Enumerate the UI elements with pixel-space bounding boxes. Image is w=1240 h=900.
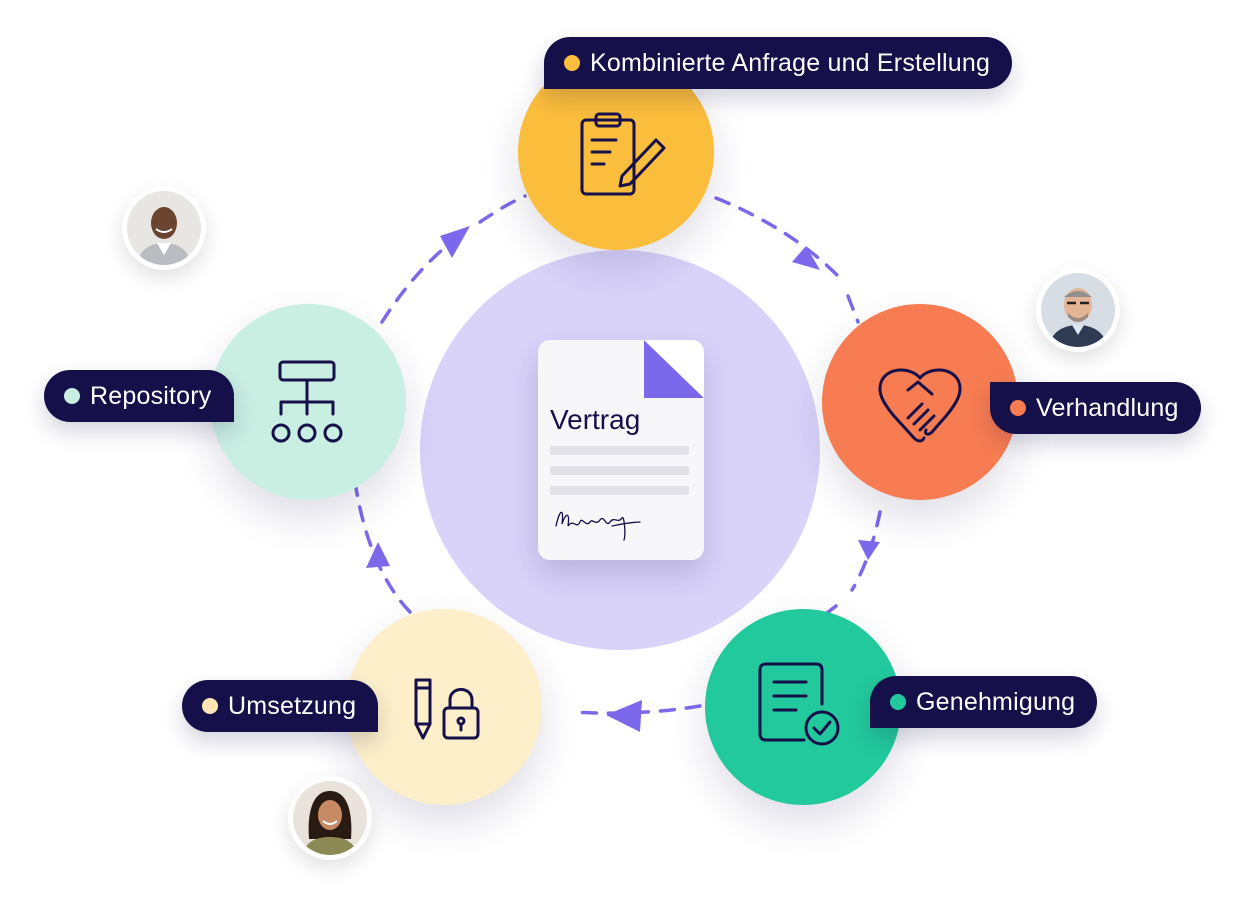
stage-label-text: Genehmigung <box>916 687 1076 716</box>
signature-icon <box>555 511 641 541</box>
stage-label-text: Verhandlung <box>1036 393 1179 422</box>
stage-label-execution: Umsetzung <box>182 680 379 732</box>
document-line <box>550 446 689 455</box>
hierarchy-icon <box>271 360 343 443</box>
person-avatar-icon <box>127 191 201 265</box>
document-title: Vertrag <box>550 404 641 435</box>
stage-label-text: Repository <box>90 381 212 410</box>
stage-label-text: Umsetzung <box>228 691 357 720</box>
handshake-icon <box>878 368 962 443</box>
status-dot <box>890 694 906 710</box>
status-dot <box>564 55 580 71</box>
stage-label-text: Kombinierte Anfrage und Erstellung <box>590 48 991 77</box>
stage-circle-approval <box>705 609 901 805</box>
pencil-lock-icon <box>414 678 480 740</box>
avatar-man-smiling <box>122 186 206 270</box>
document-line <box>550 466 689 475</box>
clipboard-edit-icon <box>580 112 666 196</box>
avatar-woman-smiling <box>288 776 372 860</box>
stage-label-create: Kombinierte Anfrage und Erstellung <box>544 37 1013 89</box>
document-line <box>550 486 689 495</box>
stage-circle-execution <box>346 609 542 805</box>
document-fold-icon <box>644 340 704 398</box>
stage-label-negotiation: Verhandlung <box>990 382 1201 434</box>
person-avatar-icon <box>293 781 367 855</box>
contract-document: Vertrag <box>538 340 704 560</box>
stage-circle-negotiation <box>822 304 1018 500</box>
status-dot <box>64 388 80 404</box>
document-check-icon <box>758 662 840 746</box>
person-avatar-icon <box>1041 273 1115 347</box>
status-dot <box>1010 400 1026 416</box>
status-dot <box>202 698 218 714</box>
stage-label-approval: Genehmigung <box>870 676 1098 728</box>
avatar-man-glasses <box>1036 268 1120 352</box>
stage-label-repository: Repository <box>44 370 234 422</box>
